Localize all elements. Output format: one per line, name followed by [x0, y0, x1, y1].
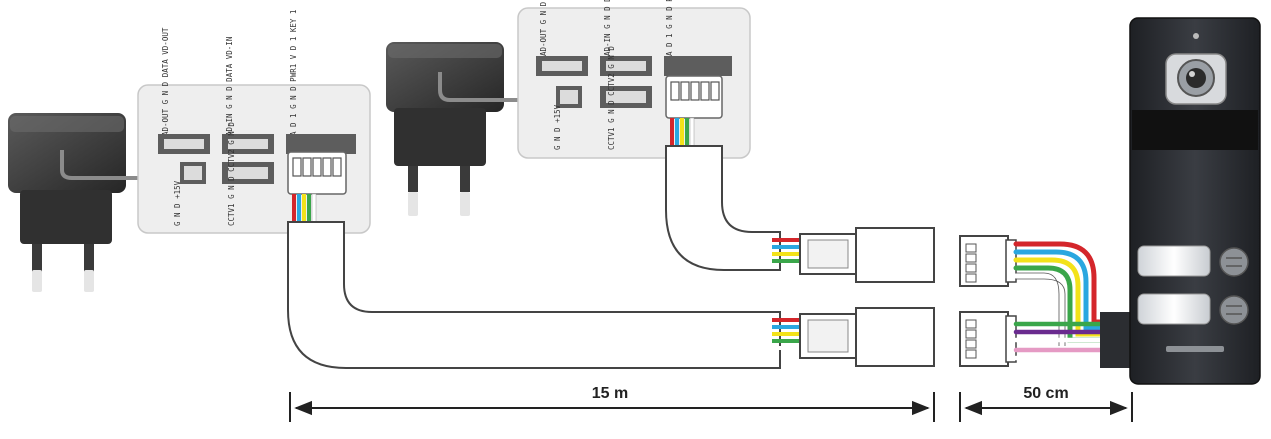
- cable-long: [287, 193, 935, 369]
- dimension-50cm: 50 cm: [959, 385, 1133, 422]
- door-panel: [1129, 17, 1261, 385]
- board1-pin-labels-top: AD-OUT G N D DATA VD-OUT AD-IN G N D DAT…: [161, 10, 298, 136]
- pin-label-power: G N D +15V: [173, 180, 182, 226]
- pin-label-ad-in: AD-IN G N D DATA VD-IN: [225, 37, 234, 136]
- speaker-grille: [1166, 346, 1224, 352]
- camera-lens: [1165, 53, 1227, 105]
- call-button-1: [1137, 245, 1249, 277]
- connection-board-2: AD-OUT G N D DATA VD-OUT AD-IN G N D DAT…: [517, 0, 751, 159]
- connection-board-1: AD-OUT G N D DATA VD-OUT AD-IN G N D DAT…: [137, 10, 371, 234]
- cable-upper: [665, 117, 935, 283]
- dimension-label-15m: 15 m: [592, 385, 628, 402]
- pin-label-ad1: A D 1 G N D PWR1 V D 1 KEY 1: [665, 0, 674, 56]
- call-button-2: [1137, 293, 1249, 325]
- pin-label-ad-out: AD-OUT G N D DATA VD-OUT: [539, 0, 548, 56]
- pigtail-connectors: [959, 235, 1134, 368]
- pin-label-cctv: CCTV1 G N D CCTV2 G N D: [227, 122, 236, 226]
- dimension-label-50cm: 50 cm: [1023, 385, 1068, 402]
- dimension-15m: 15 m: [289, 385, 935, 422]
- pin-label-power: G N D +15V: [553, 104, 562, 150]
- pin-label-ad1: A D 1 G N D PWR1 V D 1 KEY 1: [289, 10, 298, 136]
- pin-label-ad-in: AD-IN G N D DATA VD-IN: [603, 0, 612, 56]
- pin-label-cctv: CCTV1 G N D CCTV2 G N D: [607, 46, 616, 150]
- pin-label-ad-out: AD-OUT G N D DATA VD-OUT: [161, 27, 170, 136]
